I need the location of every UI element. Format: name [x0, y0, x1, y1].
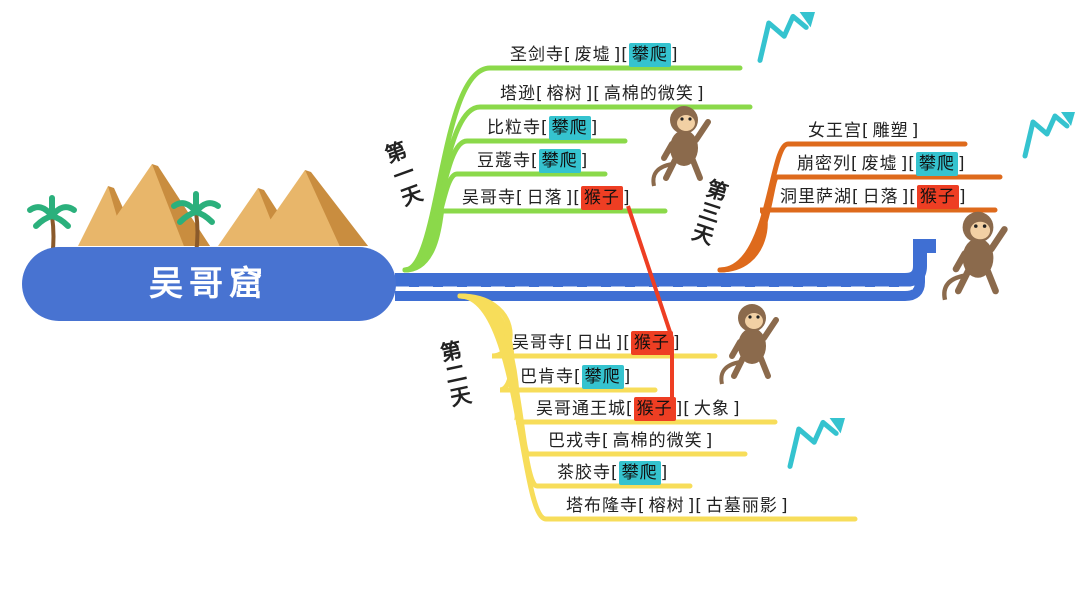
place-name: 吴哥寺 — [462, 188, 516, 208]
place-name: 豆蔻寺 — [477, 151, 531, 171]
monkey-illustration — [693, 119, 711, 143]
feature-tag: 榕树 — [648, 496, 685, 516]
trend-arrow-icon — [787, 419, 839, 469]
main-road-upper — [395, 239, 936, 287]
monkey-illustration — [729, 339, 743, 359]
feature-tag: 废墟 — [574, 45, 611, 65]
branch-item: 巴戎寺[高棉的微笑] — [548, 431, 714, 451]
branch-item: 崩密列[废墟][攀爬] — [797, 152, 966, 176]
monkey-illustration — [651, 162, 673, 187]
trend-arrow-head — [1061, 112, 1075, 126]
branch-item: 塔布隆寺[榕树][古墓丽影] — [566, 496, 789, 516]
feature-tag: 废墟 — [861, 154, 898, 174]
monkey-illustration — [688, 117, 692, 121]
monkey-illustration — [661, 141, 675, 161]
place-name: 吴哥寺 — [512, 333, 566, 353]
monkey-illustration — [731, 353, 747, 379]
branch-item: 茶胶寺[攀爬] — [557, 461, 669, 485]
monkey-illustration — [974, 224, 978, 228]
main-road-lower — [395, 262, 925, 301]
branch-item: 比粒寺[攀爬] — [487, 116, 599, 140]
monkey-illustration — [756, 315, 760, 319]
monkey-tag: 猴子 — [633, 397, 676, 421]
place-name: 吴哥通王城 — [536, 399, 626, 419]
branch-line — [457, 293, 858, 522]
monkey-illustration — [970, 221, 991, 240]
feature-tag: 高棉的微笑 — [612, 431, 703, 451]
monkey-illustration — [745, 313, 763, 329]
monkey-illustration — [680, 117, 684, 121]
monkey-illustration — [987, 226, 1008, 253]
climb-tag: 攀爬 — [581, 365, 624, 389]
branch-item: 女王宫[雕塑] — [808, 121, 920, 141]
climb-tag: 攀爬 — [538, 149, 581, 173]
branch-item: 吴哥寺[日出][猴子] — [512, 331, 681, 355]
branch-item: 吴哥通王城[猴子][大象] — [536, 397, 741, 421]
place-name: 女王宫 — [808, 121, 862, 141]
monkey-tag: 猴子 — [630, 331, 673, 355]
map-title: 吴哥窟 — [149, 264, 269, 304]
monkey-tag: 猴子 — [916, 185, 959, 209]
feature-tag: 高棉的微笑 — [603, 84, 694, 104]
feature-tag: 榕树 — [546, 84, 583, 104]
trend-arrow-icon — [1022, 113, 1070, 159]
feature-tag: 日落 — [862, 187, 899, 207]
place-name: 崩密列 — [797, 154, 851, 174]
branch-item: 豆蔻寺[攀爬] — [477, 149, 589, 173]
climb-tag: 攀爬 — [548, 116, 591, 140]
branch-item: 圣剑寺[废墟][攀爬] — [510, 43, 679, 67]
trend-arrow-icon — [757, 13, 809, 63]
place-name: 洞里萨湖 — [780, 187, 852, 207]
place-name: 比粒寺 — [487, 118, 541, 138]
place-name: 圣剑寺 — [510, 45, 564, 65]
monkey-illustration — [982, 224, 987, 228]
trend-arrow-head — [799, 12, 815, 28]
monkey-illustration — [757, 353, 771, 379]
trend-arrow-head — [829, 418, 845, 434]
monkey-illustration — [748, 315, 752, 319]
place-name: 巴戎寺 — [548, 431, 602, 451]
title-pill: 吴哥窟 — [22, 247, 396, 548]
branch-item: 塔逊[榕树][高棉的微笑] — [500, 84, 705, 104]
climb-tag: 攀爬 — [915, 152, 958, 176]
branch-line — [402, 208, 668, 273]
monkey-illustration — [942, 273, 966, 301]
place-name: 塔布隆寺 — [566, 496, 638, 516]
monkey-illustration — [954, 265, 973, 295]
monkey-illustration — [677, 115, 695, 131]
place-name: 巴肯寺 — [520, 367, 574, 387]
monkey-link-line — [626, 205, 674, 404]
climb-tag: 攀爬 — [628, 43, 671, 67]
branch-line — [717, 207, 998, 273]
branch-item: 洞里萨湖[日落][猴子] — [780, 185, 967, 209]
feature-tag: 古墓丽影 — [705, 496, 778, 516]
climb-tag: 攀爬 — [618, 461, 661, 485]
branch-item: 巴肯寺[攀爬] — [520, 365, 632, 389]
pyramid-shade — [305, 170, 368, 246]
monkey-tag: 猴子 — [580, 186, 623, 210]
feature-tag: 大象 — [693, 399, 730, 419]
monkey-illustration — [719, 360, 741, 385]
feature-tag: 日出 — [576, 333, 613, 353]
monkey-illustration — [761, 317, 779, 341]
feature-tag: 雕塑 — [872, 121, 909, 141]
place-name: 茶胶寺 — [557, 463, 611, 483]
monkey-illustration — [663, 155, 679, 181]
branch-item: 吴哥寺[日落][猴子] — [462, 186, 631, 210]
monkey-illustration — [983, 265, 999, 295]
monkey-illustration — [952, 250, 969, 273]
monkey-illustration — [689, 155, 703, 181]
feature-tag: 日落 — [526, 188, 563, 208]
place-name: 塔逊 — [500, 84, 536, 104]
